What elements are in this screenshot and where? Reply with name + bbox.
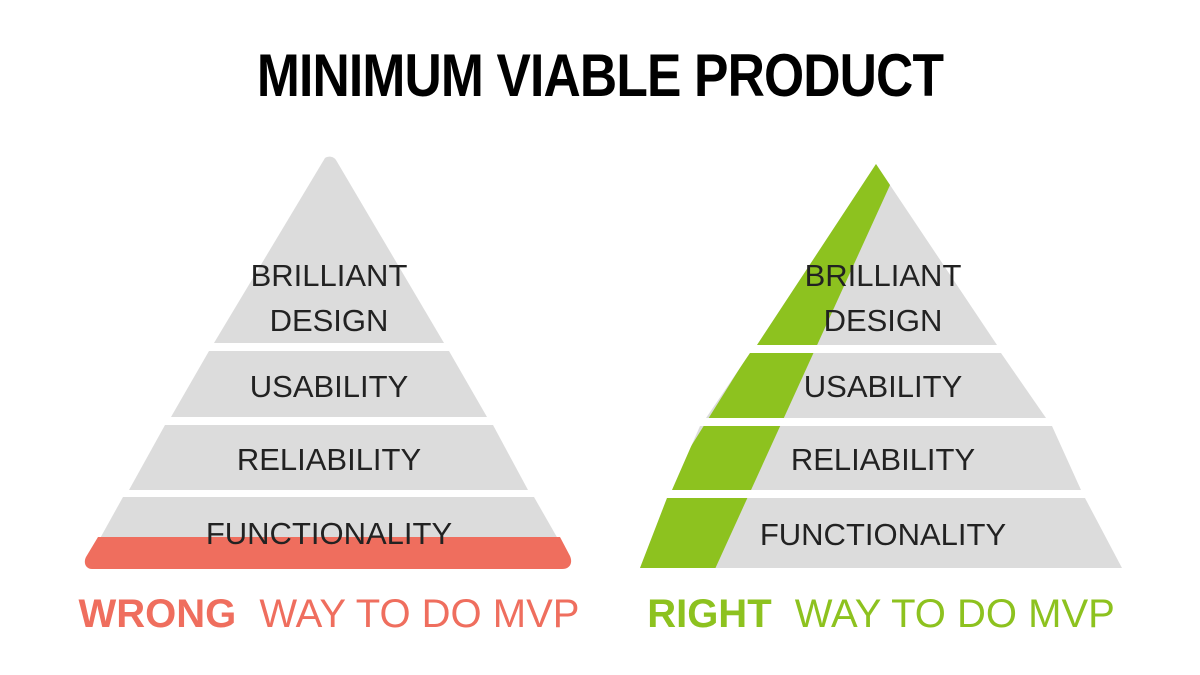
right-diagonal-highlight: [640, 164, 906, 568]
right-layer-reliability: [672, 426, 1081, 490]
right-label-usability: USABILITY: [804, 369, 963, 404]
right-layer-functionality: [640, 498, 1122, 568]
right-label-reliability: RELIABILITY: [791, 442, 975, 477]
wrong-layer-usability: [171, 351, 487, 417]
wrong-layer-reliability: [129, 425, 528, 490]
right-diagonal-slice: [640, 164, 906, 568]
wrong-label-brilliant: BRILLIANT: [251, 258, 408, 293]
wrong-label-usability: USABILITY: [250, 369, 409, 404]
wrong-pyramid: BRILLIANT DESIGN USABILITY RELIABILITY F…: [84, 156, 572, 569]
page-title: MINIMUM VIABLE PRODUCT: [256, 42, 944, 109]
wrong-label-design: DESIGN: [270, 303, 389, 338]
wrong-layer-brilliant-design: [214, 156, 444, 343]
right-label-design: DESIGN: [824, 303, 943, 338]
wrong-caption: WRONG WAY TO DO MVP: [79, 592, 580, 636]
right-label-brilliant: BRILLIANT: [805, 258, 962, 293]
wrong-base-highlight: [84, 537, 572, 569]
wrong-caption-strong: WRONG: [79, 592, 237, 636]
right-caption-strong: RIGHT: [647, 592, 771, 636]
wrong-caption-rest: WAY TO DO MVP: [259, 592, 579, 636]
right-pyramid: BRILLIANT DESIGN USABILITY RELIABILITY F…: [640, 164, 1122, 568]
right-label-functionality: FUNCTIONALITY: [760, 517, 1006, 552]
right-caption-rest: WAY TO DO MVP: [795, 592, 1115, 636]
wrong-label-reliability: RELIABILITY: [237, 442, 421, 477]
wrong-label-functionality: FUNCTIONALITY: [206, 516, 452, 551]
right-caption: RIGHT WAY TO DO MVP: [647, 592, 1115, 636]
